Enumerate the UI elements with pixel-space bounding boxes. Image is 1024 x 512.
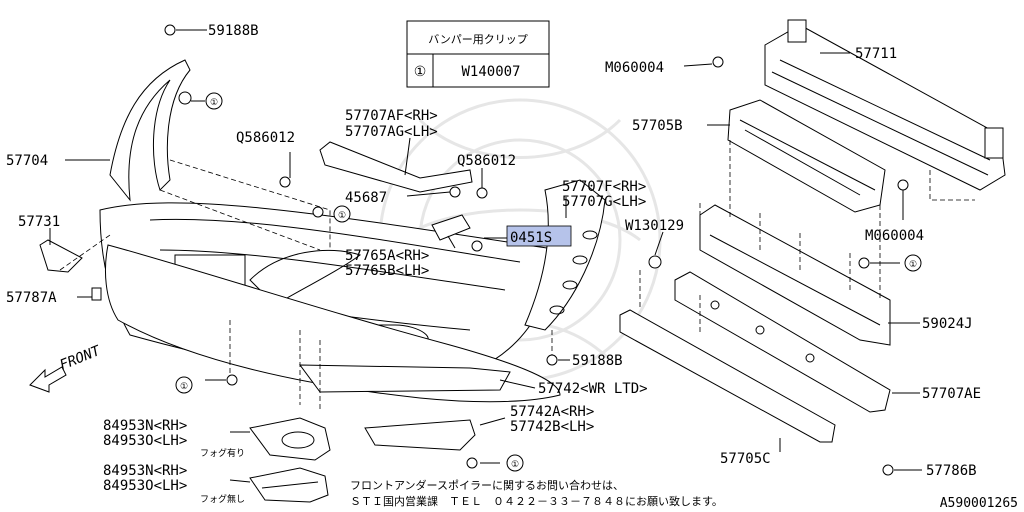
callouts: ① ① ① ① ① <box>175 92 922 472</box>
label-57707F: 57707F<RH> <box>562 179 646 195</box>
label-57707AE: 57707AE <box>922 386 981 402</box>
label-57742B: 57742B<LH> <box>510 419 594 435</box>
clip-table-part-no: W140007 <box>461 64 520 80</box>
highlight-box <box>506 225 572 247</box>
label-84953N-1: 84953N<RH> <box>103 418 187 434</box>
front-direction-arrow: FRONT <box>29 342 105 393</box>
label-57787A: 57787A <box>6 290 57 306</box>
part-labels: 59188B 57704 57731 57787A Q586012 57707A… <box>6 23 981 505</box>
front-under-spoiler-57705C <box>619 309 836 443</box>
callout-1-b: ① <box>338 211 346 221</box>
clip-table-header: バンパー用クリップ <box>428 33 528 46</box>
leader-lines <box>49 29 922 483</box>
clip-1-d <box>226 374 238 386</box>
fasteners <box>91 24 909 476</box>
bumper-reinforcement <box>764 19 1006 191</box>
callout-1-a: ① <box>210 98 218 108</box>
clip-1-e <box>466 457 478 469</box>
front-under-spoiler-57707AE <box>674 271 891 413</box>
clip-table-ref: ① <box>414 64 427 80</box>
label-59188B-bot: 59188B <box>572 353 623 369</box>
label-59188B-top: 59188B <box>208 23 259 39</box>
diagram-id: A590001265 <box>940 496 1018 511</box>
fog-cover-with-fog <box>249 417 331 461</box>
label-Q586012-l: Q586012 <box>236 130 295 146</box>
label-84953O-2: 84953O<LH> <box>103 478 187 494</box>
label-57731: 57731 <box>18 214 60 230</box>
bracket-57707AF <box>319 141 473 193</box>
notice: フロントアンダースポイラーに関するお問い合わせは、 ＳＴＩ国内営業課 ＴＥＬ ０… <box>350 478 723 508</box>
clip-45687 <box>449 186 461 198</box>
front-label: FRONT <box>58 342 105 373</box>
label-57765B: 57765B<LH> <box>345 263 429 279</box>
under-cover <box>699 204 891 346</box>
label-57711: 57711 <box>855 46 897 62</box>
clip-1-a <box>178 91 192 105</box>
bolt-M060004-r <box>897 179 909 191</box>
label-fog-without: フォグ無し <box>200 493 245 505</box>
label-45687: 45687 <box>345 190 387 206</box>
label-M060004-top: M060004 <box>605 60 664 76</box>
callout-1-d: ① <box>180 382 188 392</box>
clip-59188B-bot <box>546 354 558 366</box>
front-bumper-face <box>99 59 561 403</box>
label-57742: 57742<WR LTD> <box>538 381 648 397</box>
label-84953O-1: 84953O<LH> <box>103 433 187 449</box>
label-57765A: 57765A<RH> <box>345 248 429 264</box>
clip-1-b <box>312 206 324 218</box>
notice-line-1: フロントアンダースポイラーに関するお問い合わせは、 <box>350 478 624 492</box>
callout-1-c: ① <box>909 260 917 270</box>
callout-1-e: ① <box>511 460 519 470</box>
label-57705B: 57705B <box>632 118 683 134</box>
screw-57786B <box>882 464 894 476</box>
screw-0451S <box>471 240 483 252</box>
side-spoiler-57742A <box>364 419 476 451</box>
label-W130129: W130129 <box>625 218 684 234</box>
label-Q586012-r: Q586012 <box>457 153 516 169</box>
hidden-guides <box>59 140 975 410</box>
bracket-57765A <box>431 214 471 241</box>
label-57707AF: 57707AF<RH> <box>345 108 438 124</box>
label-84953N-2: 84953N<RH> <box>103 463 187 479</box>
label-57742A: 57742A<RH> <box>510 404 594 420</box>
notice-line-2: ＳＴＩ国内営業課 ＴＥＬ ０４２２－３３－７８４８にお願い致します。 <box>350 494 723 508</box>
label-57705C: 57705C <box>720 451 771 467</box>
label-fog-with: フォグ有り <box>200 447 245 459</box>
label-0451S: 0451S <box>510 230 552 246</box>
fog-cover-without-fog <box>249 467 329 503</box>
screw-Q586012-r <box>476 187 488 199</box>
label-59024J: 59024J <box>922 316 973 332</box>
label-57704: 57704 <box>6 153 48 169</box>
clip-W130129 <box>648 255 662 269</box>
clip-1-c <box>858 257 870 269</box>
label-M060004-r: M060004 <box>865 228 924 244</box>
screw-Q586012-l <box>279 176 291 188</box>
bolt-M060004-top <box>712 56 724 68</box>
label-57707AG: 57707AG<LH> <box>345 124 438 140</box>
label-57786B: 57786B <box>926 463 977 479</box>
label-57707G: 57707G<LH> <box>562 194 646 210</box>
clip-table: バンパー用クリップ ① W140007 <box>406 20 550 88</box>
side-piece-57731 <box>39 239 83 273</box>
clip-59188B-top <box>164 24 176 36</box>
clip-57787A <box>91 287 102 301</box>
side-spoiler-57742 <box>298 364 511 393</box>
